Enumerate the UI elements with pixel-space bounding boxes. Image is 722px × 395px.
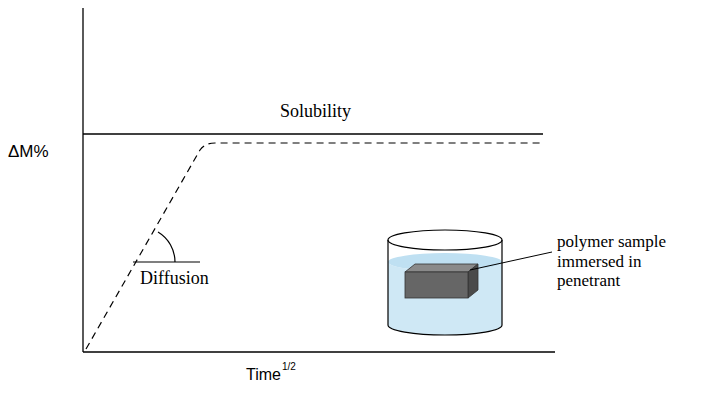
beaker-rim <box>388 230 502 250</box>
axis-label: Time <box>246 366 281 384</box>
beaker-body <box>388 240 502 335</box>
sample-top <box>405 264 478 272</box>
diffusion-label: Diffusion <box>140 268 209 289</box>
solubility-line <box>83 133 543 134</box>
angle-arc <box>158 232 175 262</box>
x-axis <box>83 351 555 352</box>
penetrant-liquid <box>388 262 502 335</box>
solubility-label: Solubility <box>280 101 351 122</box>
callout-label: polymer sample immersed in penetrant <box>557 232 707 291</box>
y-axis <box>82 8 83 352</box>
axis-label: ΔM% <box>8 142 49 162</box>
superscript-label: 1/2 <box>282 361 296 373</box>
liquid-surface <box>388 253 502 271</box>
uptake-curve <box>86 143 543 349</box>
polymer-sample <box>405 272 468 298</box>
angle-baseline <box>133 261 200 262</box>
leader-line <box>470 252 552 270</box>
